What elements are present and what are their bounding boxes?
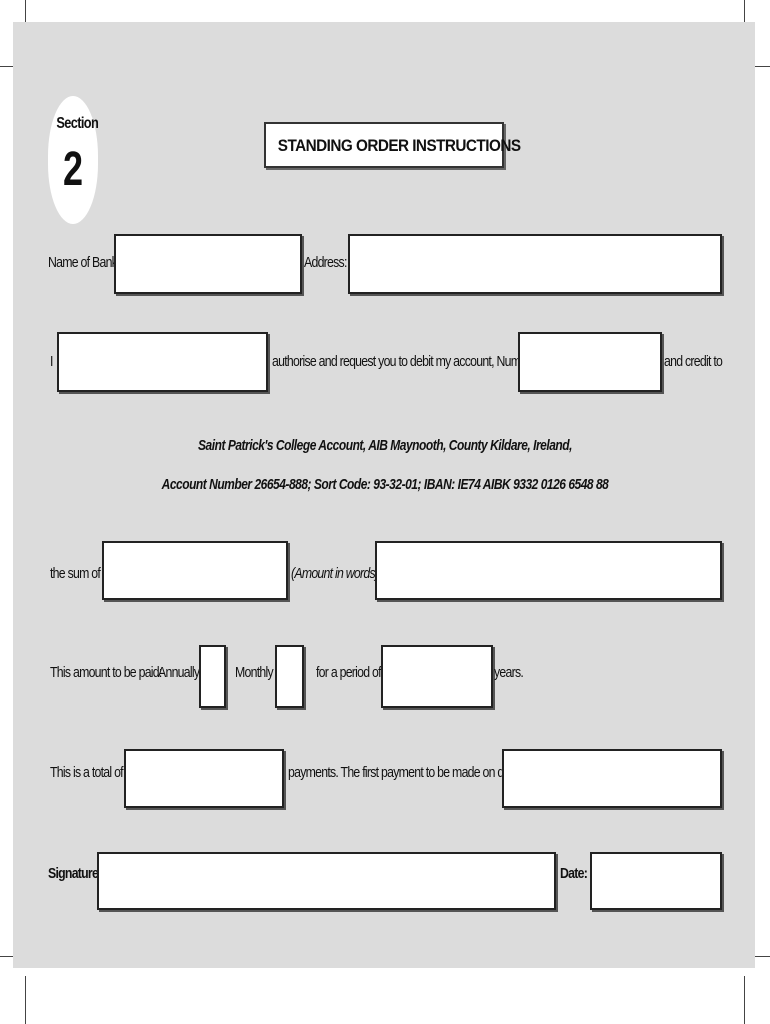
total-payments-field[interactable]	[124, 749, 284, 808]
crop-mark	[25, 976, 26, 1024]
total-of-label: This is a total of:	[50, 764, 126, 781]
form-panel	[13, 22, 755, 968]
annually-checkbox[interactable]	[199, 645, 226, 708]
section-label: Section	[56, 115, 99, 132]
amount-figures-field[interactable]	[102, 541, 288, 600]
section-number: 2	[62, 143, 84, 196]
crop-mark	[744, 976, 745, 1024]
sum-of-label: the sum of	[50, 565, 101, 582]
crop-mark	[752, 956, 770, 957]
payee-line-1: Saint Patrick's College Account, AIB May…	[198, 437, 572, 454]
monthly-label: Monthly	[235, 664, 274, 681]
crop-mark	[0, 956, 18, 957]
name-of-bank-label: Name of Bank:	[48, 254, 120, 271]
amount-paid-label: This amount to be paid:	[50, 664, 162, 681]
signature-label: Signature:	[48, 865, 102, 882]
crop-mark	[0, 66, 18, 67]
amount-words-field[interactable]	[375, 541, 722, 600]
signature-field[interactable]	[97, 852, 556, 910]
address-label: Address:	[304, 254, 347, 271]
first-payment-label: payments. The first payment to be made o…	[288, 764, 522, 781]
period-years-field[interactable]	[381, 645, 493, 708]
crop-mark	[752, 66, 770, 67]
address-field[interactable]	[348, 234, 722, 294]
date-field[interactable]	[590, 852, 722, 910]
title-box: STANDING ORDER INSTRUCTIONS	[264, 122, 521, 168]
payee-line-2: Account Number 26654-888; Sort Code: 93-…	[161, 476, 609, 493]
period-label: for a period of	[316, 664, 382, 681]
years-label: years.	[494, 664, 524, 681]
amount-in-words-label: (Amount in words)	[291, 565, 379, 582]
account-number-field[interactable]	[518, 332, 662, 392]
account-holder-field[interactable]	[57, 332, 268, 392]
first-payment-date-field[interactable]	[502, 749, 722, 808]
bank-name-field[interactable]	[114, 234, 302, 294]
monthly-checkbox[interactable]	[275, 645, 304, 708]
section-badge	[48, 96, 98, 224]
authorise-text: authorise and request you to debit my ac…	[272, 353, 539, 370]
i-label: I	[50, 353, 53, 370]
credit-to-text: and credit to	[664, 353, 723, 370]
page-title: STANDING ORDER INSTRUCTIONS	[277, 136, 521, 155]
date-label: Date:	[560, 865, 588, 882]
annually-label: Annually	[158, 664, 200, 681]
